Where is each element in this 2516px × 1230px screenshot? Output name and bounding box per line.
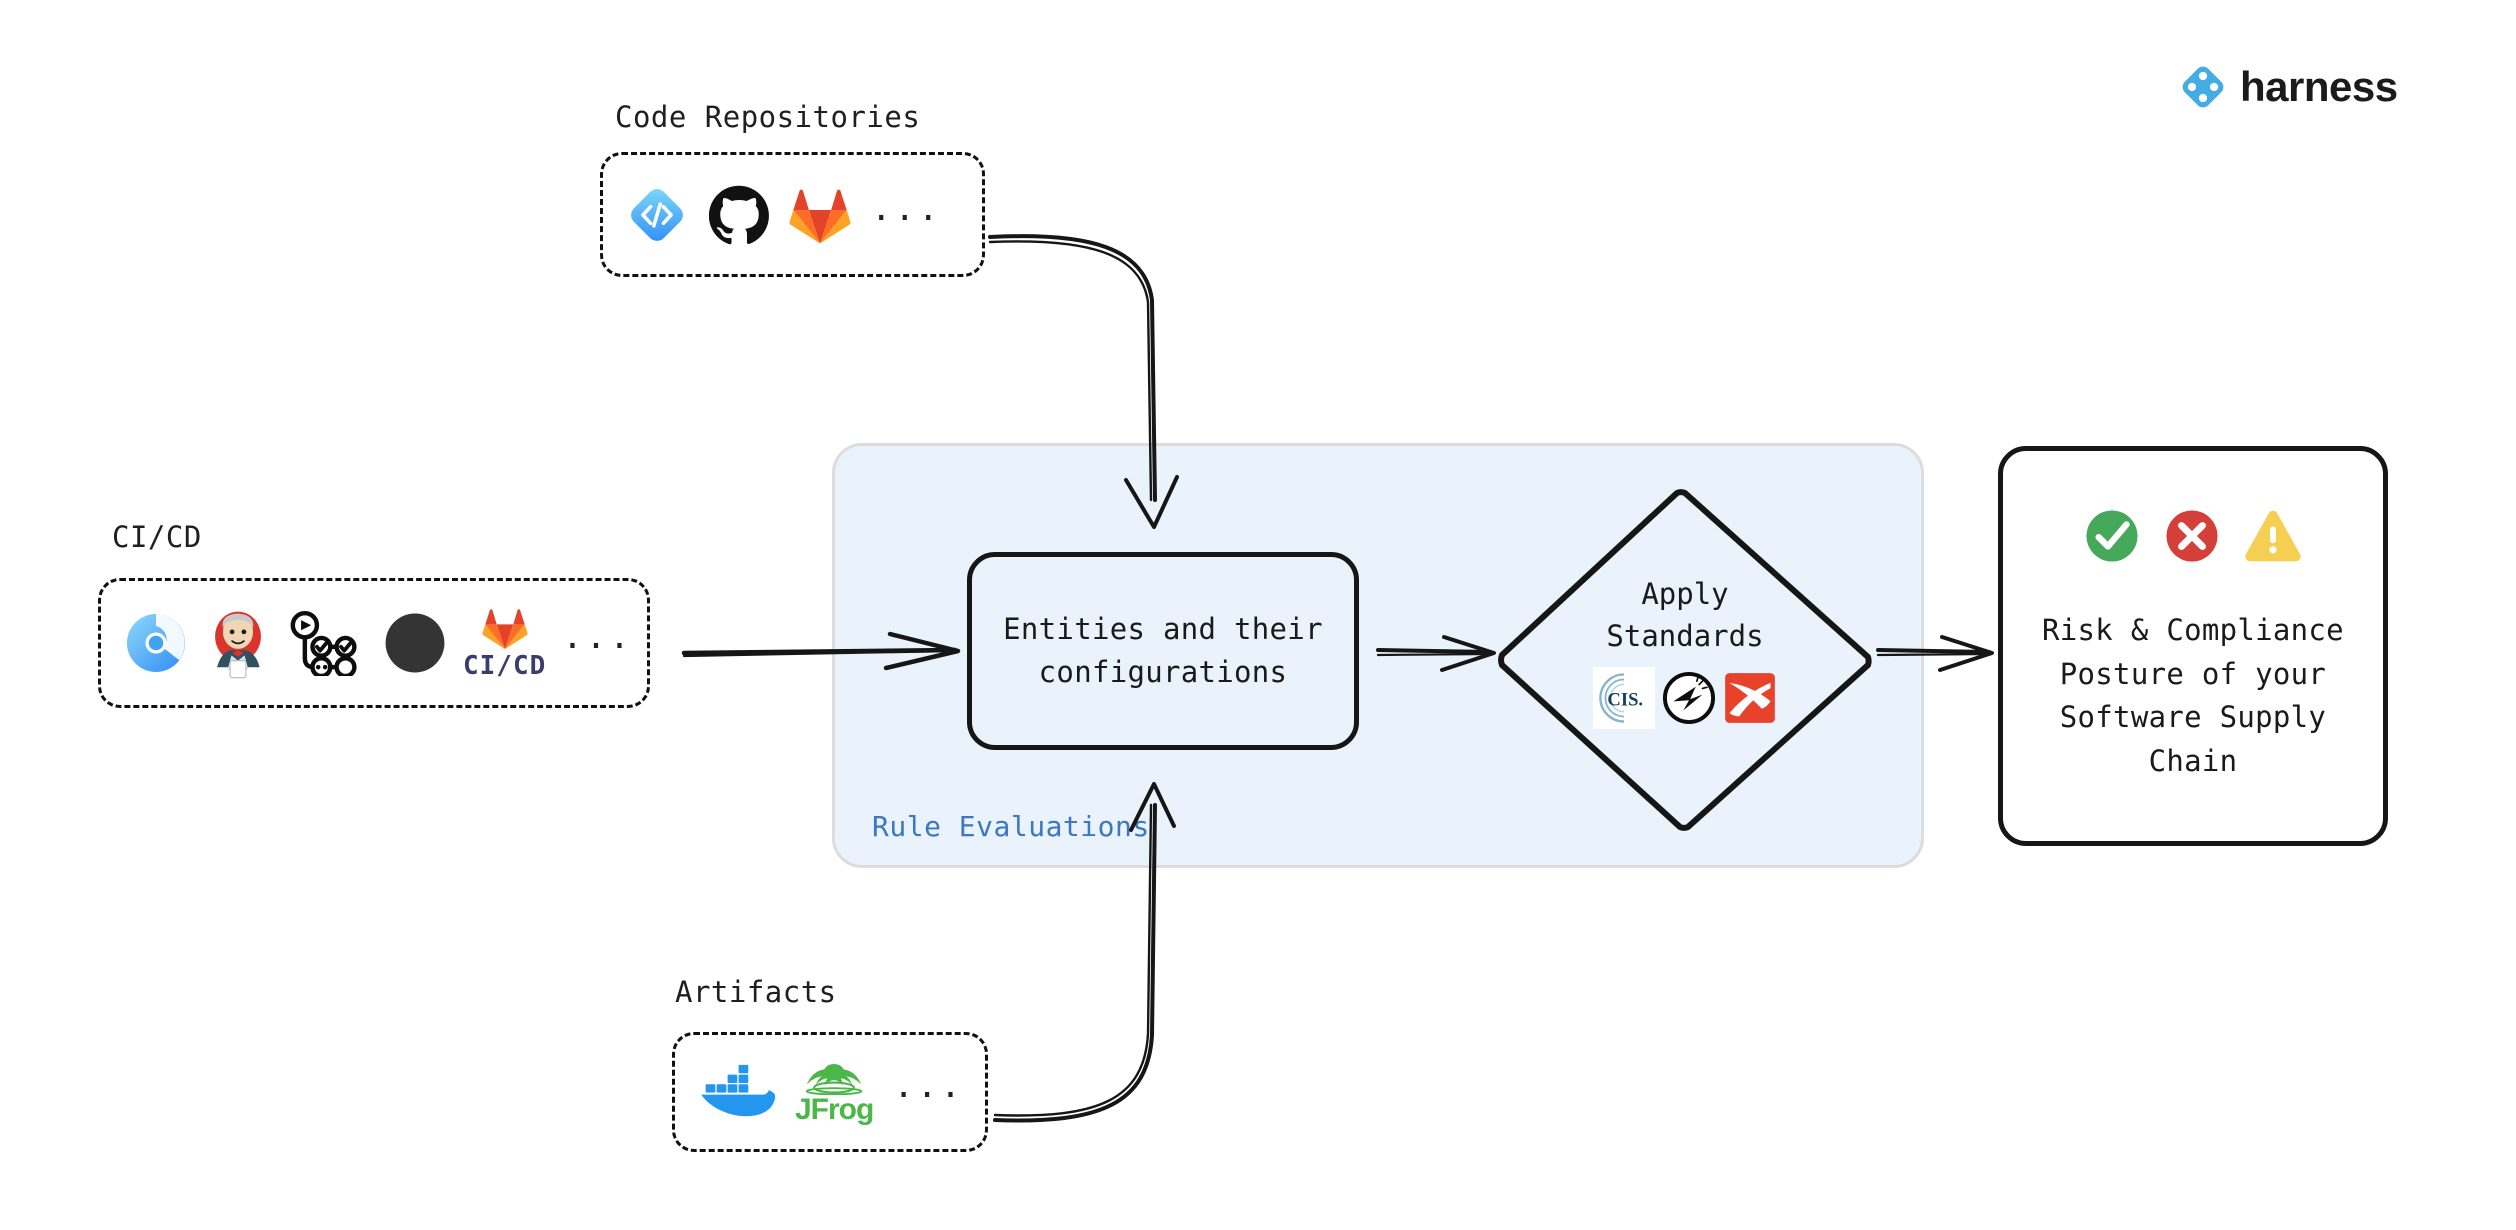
github-actions-icon bbox=[287, 610, 357, 676]
circleci-icon bbox=[383, 611, 447, 675]
harness-brand-logo: harness bbox=[2180, 63, 2398, 111]
jenkins-icon bbox=[205, 607, 271, 679]
result-node: Risk & Compliance Posture of your Softwa… bbox=[1998, 446, 2388, 846]
more-indicator-code-repositories: ... bbox=[871, 188, 942, 229]
brand-name: harness bbox=[2240, 63, 2398, 110]
harness-ci-icon bbox=[123, 610, 189, 676]
apply-standards-label: Apply Standards bbox=[1606, 577, 1764, 654]
gitlab-cicd-label: CI/CD bbox=[463, 650, 547, 681]
group-box-code-repositories: ... bbox=[600, 152, 985, 277]
diamond-shape bbox=[1498, 489, 1872, 831]
entities-node: Entities and their configurations bbox=[967, 552, 1359, 750]
status-icon-row bbox=[2083, 507, 2303, 565]
result-node-label: Risk & Compliance Posture of your Softwa… bbox=[2042, 613, 2344, 778]
entities-node-label: Entities and their configurations bbox=[1003, 611, 1323, 690]
gitlab-icon bbox=[789, 185, 851, 245]
group-label-artifacts: Artifacts bbox=[675, 975, 837, 1009]
harness-diamond-logo-icon bbox=[2182, 66, 2224, 108]
success-check-icon bbox=[2083, 507, 2141, 565]
owasp-icon bbox=[1723, 671, 1777, 725]
jfrog-icon: JFrog bbox=[795, 1059, 874, 1126]
rule-evaluations-label: Rule Evaluations bbox=[872, 810, 1150, 843]
apply-standards-node: Apply Standards CIS. bbox=[1490, 485, 1880, 835]
group-box-artifacts: JFrog ... bbox=[672, 1032, 988, 1152]
more-indicator-artifacts: ... bbox=[893, 1066, 964, 1107]
group-label-code-repositories: Code Repositories bbox=[615, 100, 921, 134]
more-indicator-ci-cd: ... bbox=[562, 617, 633, 658]
group-box-ci-cd: CI/CD ... bbox=[98, 578, 650, 708]
group-label-ci-cd: CI/CD bbox=[112, 520, 202, 554]
svg-text:CIS.: CIS. bbox=[1607, 690, 1643, 711]
cis-icon: CIS. bbox=[1593, 667, 1655, 730]
github-icon bbox=[709, 185, 769, 245]
slsa-icon bbox=[1661, 670, 1717, 726]
harness-code-icon bbox=[625, 183, 689, 247]
jfrog-label: JFrog bbox=[795, 1093, 874, 1126]
error-cross-icon bbox=[2163, 507, 2221, 565]
docker-icon bbox=[697, 1061, 775, 1123]
gitlab-cicd-icon: CI/CD bbox=[463, 606, 546, 681]
warning-triangle-icon bbox=[2243, 507, 2303, 565]
